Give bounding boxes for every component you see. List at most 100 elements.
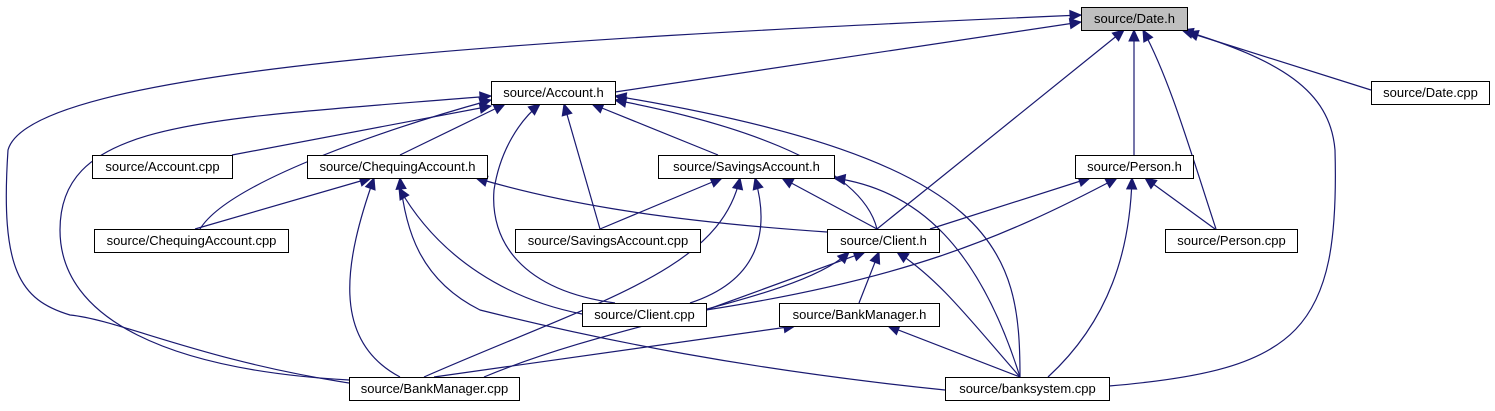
node-date-cpp[interactable]: source/Date.cpp — [1371, 81, 1490, 105]
edge-arrowhead — [527, 103, 541, 116]
nodes-layer: source/Date.h source/Account.h source/Date… — [92, 7, 1490, 401]
edges-layer — [5, 9, 1372, 391]
edge-line — [433, 325, 796, 378]
edge-bankmanager_cpp-to-account_h — [59, 91, 493, 381]
node-date-h[interactable]: source/Date.h — [1081, 7, 1188, 31]
edge-arrowhead — [1142, 28, 1154, 43]
edge-line — [349, 177, 401, 378]
node-label: source/BankManager.h — [793, 307, 927, 322]
edge-line — [929, 177, 1091, 230]
node-bankmanager-cpp[interactable]: source/BankManager.cpp — [349, 377, 520, 401]
edge-client_cpp-to-account_h — [493, 103, 616, 304]
node-client-cpp[interactable]: source/Client.cpp — [582, 303, 707, 327]
edge-banksystem_cpp-to-chequing_h — [395, 176, 946, 391]
node-savings-h[interactable]: source/SavingsAccount.h — [658, 155, 835, 179]
edge-arrowhead — [364, 176, 376, 191]
edge-line — [781, 177, 878, 230]
node-label: source/SavingsAccount.h — [673, 159, 820, 174]
node-person-cpp[interactable]: source/Person.cpp — [1165, 229, 1298, 253]
edge-arrowhead — [1125, 176, 1138, 190]
edge-line — [563, 103, 601, 230]
node-box — [1075, 155, 1194, 179]
edge-arrowhead — [895, 251, 910, 264]
node-label: source/Person.h — [1087, 159, 1182, 174]
edge-client_h-to-person_h — [929, 175, 1092, 230]
edge-line — [1144, 177, 1216, 230]
edge-person_h-to-date_h — [1128, 28, 1140, 155]
edge-line — [59, 95, 492, 381]
node-label: source/Date.h — [1094, 11, 1175, 26]
edge-arrowhead — [492, 103, 507, 115]
node-box — [94, 229, 289, 253]
edge-banksystem_cpp-to-savings_h — [832, 173, 1021, 378]
edge-account_h-to-date_h — [614, 17, 1083, 93]
edge-line — [493, 103, 616, 304]
node-client-h[interactable]: source/Client.h — [827, 229, 940, 253]
node-label: source/SavingsAccount.cpp — [528, 233, 688, 248]
edge-line — [399, 177, 946, 391]
edge-line — [423, 177, 741, 378]
edge-arrowhead — [752, 176, 764, 191]
edge-client_h-to-date_h — [876, 29, 1125, 230]
edge-line — [705, 177, 1118, 311]
node-account-h[interactable]: source/Account.h — [491, 81, 616, 105]
node-box — [779, 303, 940, 327]
node-chequing-h[interactable]: source/ChequingAccount.h — [307, 155, 488, 179]
edge-line — [614, 99, 878, 230]
node-label: source/banksystem.cpp — [959, 381, 1096, 396]
edge-arrowhead — [836, 251, 850, 265]
node-label: source/ChequingAccount.h — [319, 159, 475, 174]
edge-bankmanager_h-to-client_h — [858, 250, 881, 304]
edge-line — [705, 251, 866, 311]
node-person-h[interactable]: source/Person.h — [1075, 155, 1194, 179]
edge-bankmanager_cpp-to-date_h — [5, 9, 1083, 384]
node-account-cpp[interactable]: source/Account.cpp — [92, 155, 233, 179]
edge-line — [599, 177, 723, 230]
node-label: source/Account.cpp — [105, 159, 219, 174]
edge-banksystem_cpp-to-account_h — [613, 92, 1021, 378]
edge-bankmanager_cpp-to-savings_h — [423, 176, 744, 378]
edge-line — [475, 177, 828, 233]
node-label: source/Client.cpp — [594, 307, 694, 322]
node-label: source/Person.cpp — [1177, 233, 1285, 248]
node-box — [349, 377, 520, 401]
edge-line — [614, 21, 1082, 93]
edge-arrowhead — [869, 250, 881, 265]
node-box — [945, 377, 1110, 401]
node-label: source/ChequingAccount.cpp — [107, 233, 277, 248]
edge-line — [194, 177, 372, 230]
node-label: source/BankManager.cpp — [361, 381, 508, 396]
edge-chequing_cpp-to-chequing_h — [194, 175, 373, 230]
edge-client_h-to-chequing_h — [474, 175, 828, 233]
node-label: source/Account.h — [503, 85, 603, 100]
edge-chequing_h-to-account_h — [399, 103, 507, 156]
edge-client_h-to-savings_h — [780, 177, 878, 230]
edge-line — [231, 105, 492, 156]
edge-line — [1108, 29, 1336, 387]
edge-line — [1142, 29, 1217, 230]
edge-line — [399, 103, 506, 156]
edge-line — [689, 177, 762, 304]
edge-arrowhead — [1068, 17, 1083, 30]
edge-arrowhead — [1069, 9, 1083, 22]
edge-arrowhead — [1128, 28, 1140, 42]
edge-line — [398, 187, 583, 315]
node-box — [307, 155, 488, 179]
node-chequing-cpp[interactable]: source/ChequingAccount.cpp — [94, 229, 289, 253]
edge-bankmanager_cpp-to-chequing_h — [349, 176, 401, 378]
edge-person_cpp-to-date_h — [1142, 28, 1217, 230]
edge-line — [896, 251, 1021, 378]
node-banksystem-cpp[interactable]: source/banksystem.cpp — [945, 377, 1110, 401]
edge-date_cpp-to-date_h — [1185, 29, 1372, 91]
node-label: source/Client.h — [840, 233, 927, 248]
edge-line — [5, 14, 1082, 384]
edge-banksystem_cpp-to-person_h — [1047, 176, 1138, 378]
node-bankmanager-h[interactable]: source/BankManager.h — [779, 303, 940, 327]
edge-arrowhead — [780, 177, 795, 189]
node-box — [582, 303, 707, 327]
edge-arrowhead — [395, 176, 407, 191]
edge-arrowhead — [398, 186, 410, 201]
node-savings-cpp[interactable]: source/SavingsAccount.cpp — [515, 229, 701, 253]
edge-arrowhead — [1104, 177, 1119, 189]
edge-line — [833, 177, 1021, 378]
